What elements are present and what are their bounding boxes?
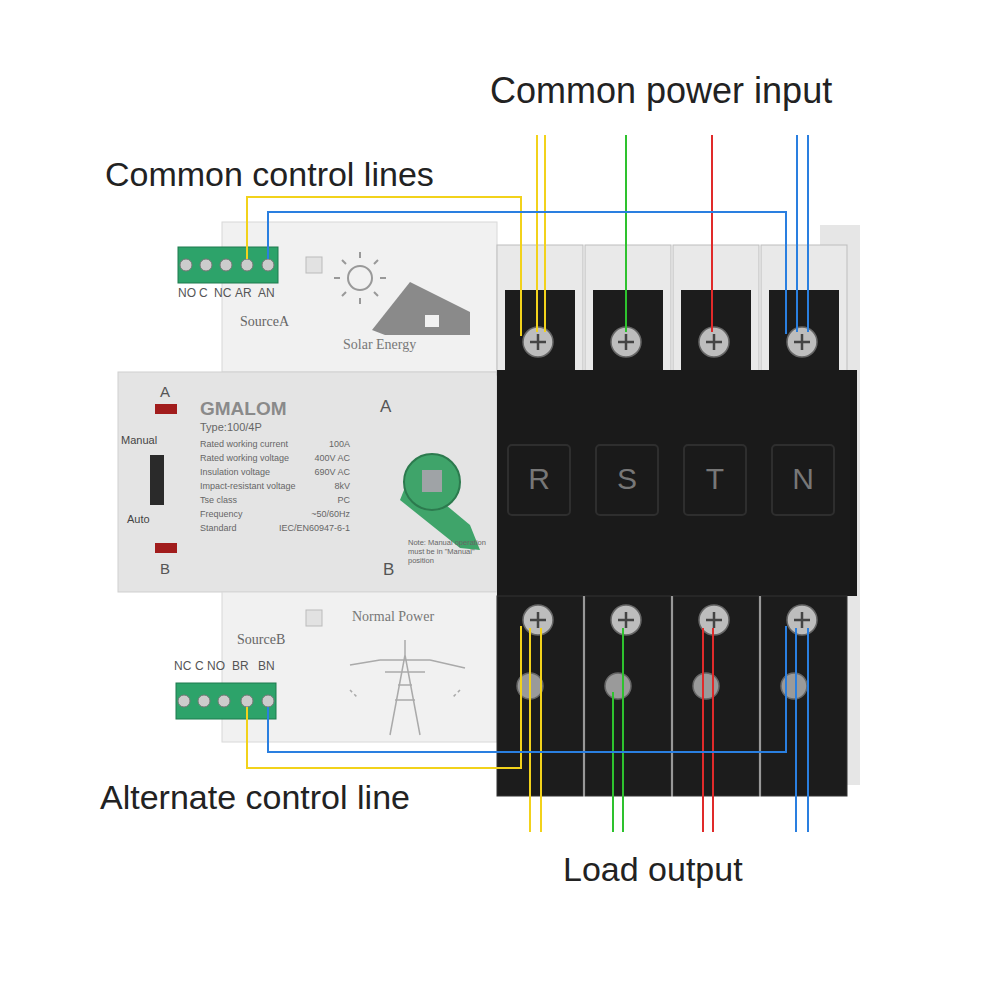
phase-letter: R xyxy=(528,462,550,497)
pylon-icon xyxy=(350,640,465,735)
pin-name: NO xyxy=(178,287,196,301)
panel-label: Normal Power xyxy=(352,609,434,625)
middle-band xyxy=(118,372,497,592)
brand-name: GMALOM xyxy=(200,398,287,420)
pin-name: AR xyxy=(235,287,252,301)
phase-letter: N xyxy=(792,462,814,497)
mode-label: Auto xyxy=(127,513,150,526)
spec-text: Frequency xyxy=(200,509,243,519)
spec-text: Rated working voltage xyxy=(200,453,289,463)
position-label: A xyxy=(380,397,391,417)
spec-value: 8kV xyxy=(334,481,350,491)
indicator-label: B xyxy=(160,560,170,577)
rotary-knob xyxy=(400,454,480,550)
spec-text: Impact-resistant voltage xyxy=(200,481,296,491)
spec-text: Rated working current xyxy=(200,439,288,449)
pin-name: C xyxy=(195,660,204,674)
phase-letter: S xyxy=(617,462,637,497)
solar-house-icon xyxy=(334,252,470,335)
spec-value: 690V AC xyxy=(314,467,350,477)
source-label: SourceA xyxy=(240,314,289,330)
switch-body xyxy=(497,370,857,596)
spec-text: Type:100/4P xyxy=(200,421,262,434)
spec-value: PC xyxy=(337,495,350,505)
mode-switch xyxy=(150,455,164,505)
pin-name: NC xyxy=(174,660,191,674)
letter-plates xyxy=(508,445,834,515)
spec-value: 400V AC xyxy=(314,453,350,463)
spec-text: Standard xyxy=(200,523,237,533)
pin-name: AN xyxy=(258,287,275,301)
source-label: SourceB xyxy=(237,632,285,648)
mode-label: Manual xyxy=(121,434,157,447)
spec-text: Insulation voltage xyxy=(200,467,270,477)
spec-value: 100A xyxy=(329,439,350,449)
heading-label: Common control lines xyxy=(105,155,434,194)
bottom-terminals xyxy=(497,596,847,796)
panel-mark xyxy=(306,610,322,626)
spec-value: IEC/EN60947-6-1 xyxy=(279,523,350,533)
heading-label: Load output xyxy=(563,850,743,889)
heading-label: Common power input xyxy=(490,70,832,111)
panel-label: Solar Energy xyxy=(343,337,416,353)
spec-text: Tse class xyxy=(200,495,237,505)
top-terminals xyxy=(497,245,847,375)
heading-label: Alternate control line xyxy=(100,778,410,817)
pin-name: NO xyxy=(207,660,225,674)
note-text: Note: Manual operation must be in "Manua… xyxy=(408,538,486,565)
pin-name: NC xyxy=(214,287,231,301)
pin-name: BR xyxy=(232,660,249,674)
indicator-a xyxy=(155,404,177,414)
indicator-b xyxy=(155,543,177,553)
indicator-label: A xyxy=(160,383,170,400)
terminal-screws xyxy=(517,327,817,699)
phase-letter: T xyxy=(706,462,724,497)
wires xyxy=(247,135,808,832)
pin-name: BN xyxy=(258,660,275,674)
spec-value: ~50/60Hz xyxy=(311,509,350,519)
position-label: B xyxy=(383,560,394,580)
panel-mark xyxy=(306,257,322,273)
pin-name: C xyxy=(199,287,208,301)
top-module xyxy=(222,222,497,372)
